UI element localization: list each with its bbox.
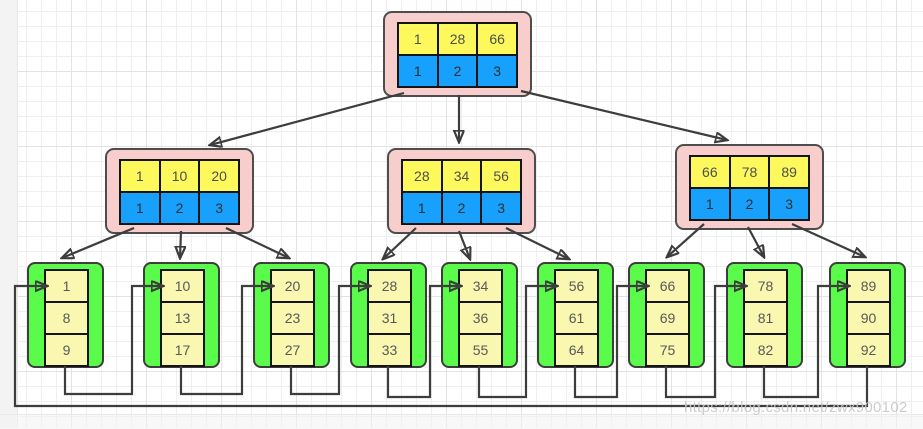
pointer-cell: 1 — [403, 193, 441, 223]
pointer-cell: 3 — [478, 56, 516, 86]
leaf-stack: 56 61 64 — [554, 269, 599, 367]
value-cell: 64 — [556, 335, 597, 365]
value-cell: 56 — [556, 271, 597, 301]
key-cell: 10 — [160, 161, 199, 191]
leaf-node: 78 81 82 — [726, 262, 803, 368]
key-cell: 34 — [442, 161, 481, 191]
internal-node: 28 34 56 1 2 3 — [387, 148, 536, 234]
key-cell: 78 — [730, 157, 769, 187]
watermark-url: https://blog.csdn.net/zwx900102 — [684, 399, 908, 416]
value-cell: 61 — [556, 303, 597, 333]
key-cell: 56 — [482, 161, 520, 191]
leaf-stack: 78 81 82 — [743, 269, 788, 367]
leaf-stack: 1 8 9 — [44, 269, 89, 367]
value-cell: 81 — [745, 303, 786, 333]
value-cell: 90 — [848, 303, 889, 333]
internal-node-table: 66 78 89 1 2 3 — [689, 155, 810, 221]
value-cell: 9 — [46, 335, 87, 365]
internal-node: 1 10 20 1 2 3 — [105, 148, 254, 234]
value-cell: 8 — [46, 303, 87, 333]
key-cell: 1 — [399, 24, 437, 54]
leaf-node: 89 90 92 — [829, 262, 906, 368]
pointer-cell: 3 — [770, 189, 808, 219]
pointer-cell: 3 — [482, 193, 520, 223]
leaf-stack: 66 69 75 — [645, 269, 690, 367]
root-node: 1 28 66 1 2 3 — [383, 11, 532, 97]
leaf-node: 34 36 55 — [441, 262, 518, 368]
leaf-node: 1 8 9 — [27, 262, 104, 368]
leaf-node: 28 31 33 — [350, 262, 427, 368]
root-node-table: 1 28 66 1 2 3 — [397, 22, 518, 88]
value-cell: 27 — [272, 335, 313, 365]
value-cell: 1 — [46, 271, 87, 301]
internal-node-table: 28 34 56 1 2 3 — [401, 159, 522, 225]
value-cell: 28 — [369, 271, 410, 301]
canvas-left-margin — [0, 0, 18, 428]
key-cell: 28 — [403, 161, 441, 191]
key-cell: 66 — [691, 157, 729, 187]
key-cell: 20 — [200, 161, 238, 191]
pointer-cell: 2 — [160, 193, 199, 223]
value-cell: 31 — [369, 303, 410, 333]
key-cell: 28 — [438, 24, 477, 54]
value-cell: 10 — [162, 271, 203, 301]
value-cell: 20 — [272, 271, 313, 301]
pointer-cell: 1 — [121, 193, 159, 223]
leaf-stack: 34 36 55 — [458, 269, 503, 367]
value-cell: 34 — [460, 271, 501, 301]
value-cell: 55 — [460, 335, 501, 365]
leaf-node: 56 61 64 — [537, 262, 614, 368]
pointer-cell: 3 — [200, 193, 238, 223]
leaf-stack: 20 23 27 — [270, 269, 315, 367]
key-cell: 1 — [121, 161, 159, 191]
pointer-cell: 2 — [438, 56, 477, 86]
value-cell: 69 — [647, 303, 688, 333]
pointer-cell: 2 — [442, 193, 481, 223]
value-cell: 36 — [460, 303, 501, 333]
value-cell: 23 — [272, 303, 313, 333]
value-cell: 66 — [647, 271, 688, 301]
internal-node-table: 1 10 20 1 2 3 — [119, 159, 240, 225]
leaf-stack: 10 13 17 — [160, 269, 205, 367]
value-cell: 33 — [369, 335, 410, 365]
value-cell: 82 — [745, 335, 786, 365]
value-cell: 17 — [162, 335, 203, 365]
value-cell: 13 — [162, 303, 203, 333]
leaf-node: 10 13 17 — [143, 262, 220, 368]
leaf-node: 20 23 27 — [253, 262, 330, 368]
value-cell: 89 — [848, 271, 889, 301]
value-cell: 92 — [848, 335, 889, 365]
value-cell: 75 — [647, 335, 688, 365]
leaf-stack: 28 31 33 — [367, 269, 412, 367]
pointer-cell: 2 — [730, 189, 769, 219]
leaf-stack: 89 90 92 — [846, 269, 891, 367]
key-cell: 66 — [478, 24, 516, 54]
key-cell: 89 — [770, 157, 808, 187]
pointer-cell: 1 — [399, 56, 437, 86]
internal-node: 66 78 89 1 2 3 — [675, 144, 824, 230]
leaf-node: 66 69 75 — [628, 262, 705, 368]
canvas-bottom-margin — [0, 414, 923, 429]
value-cell: 78 — [745, 271, 786, 301]
pointer-cell: 1 — [691, 189, 729, 219]
